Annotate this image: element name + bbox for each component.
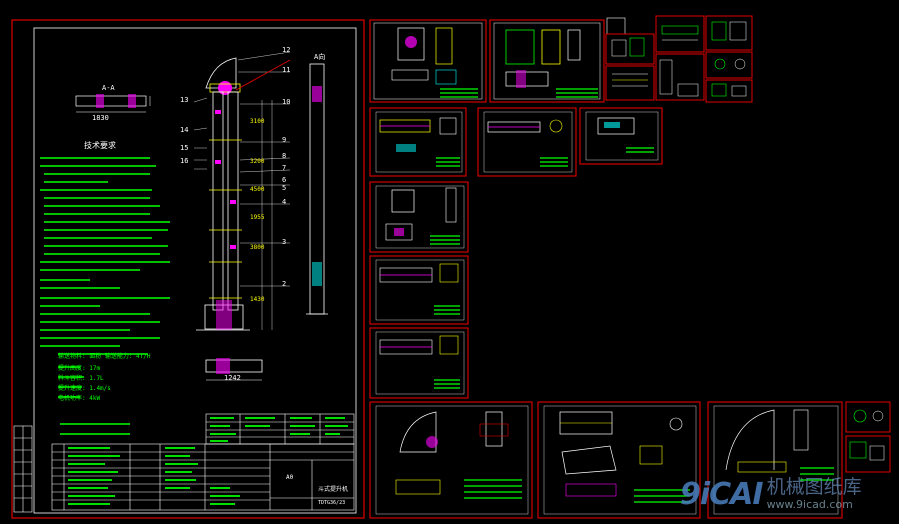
sheet-shaft[interactable] <box>477 107 577 177</box>
param-line: 料斗容积: 1.7L <box>58 375 104 382</box>
sheet-small-bottom-2[interactable] <box>845 435 891 473</box>
elevator-elevation <box>193 51 291 331</box>
sheet-small-4[interactable] <box>655 53 705 101</box>
dimension: 3800 <box>250 244 265 251</box>
part-number-left: 16 <box>180 157 189 165</box>
sheet-boot-section[interactable] <box>537 401 701 519</box>
parts-list-entries <box>68 417 348 505</box>
param-line: 电机功率: 4kW <box>58 395 101 402</box>
param-line: 提升高度: 17m <box>58 365 101 372</box>
sheet-small-7[interactable] <box>705 79 753 103</box>
dimension: 1955 <box>250 214 265 221</box>
sheet-small-1[interactable] <box>605 17 655 65</box>
sheet-head-hood[interactable] <box>369 401 533 519</box>
part-number: 5 <box>282 184 287 192</box>
part-number-left: 14 <box>180 126 189 134</box>
sheet-chain-bucket[interactable] <box>369 107 467 177</box>
view-label: A向 <box>314 53 326 61</box>
part-number: 12 <box>282 46 291 54</box>
sheet-code: A0 <box>286 474 294 481</box>
watermark-logo: 9iCAI <box>680 476 764 512</box>
dimension: 1430 <box>250 296 265 303</box>
sheet-small-5[interactable] <box>705 15 753 51</box>
part-number: 7 <box>282 164 287 172</box>
sheet-casing-1[interactable] <box>369 255 469 325</box>
sheet-small-bottom-1[interactable] <box>845 401 891 433</box>
main-assembly-sheet[interactable] <box>11 19 365 519</box>
part-number: 4 <box>282 198 287 206</box>
sheet-head-assembly[interactable] <box>489 19 605 103</box>
title-block[interactable] <box>51 413 355 511</box>
part-number: 9 <box>282 136 287 144</box>
sheet-small-6[interactable] <box>705 51 753 79</box>
sheet-tail-pulley[interactable] <box>369 181 469 253</box>
part-number: 6 <box>282 176 287 184</box>
dimension: 3200 <box>250 158 265 165</box>
part-number-left: 13 <box>180 96 189 104</box>
dimension: 3100 <box>250 118 265 125</box>
section-label: A-A <box>102 84 115 92</box>
dim-bottom: 1242 <box>224 374 241 382</box>
watermark-cn-text: 机械图纸库 <box>766 476 862 498</box>
technical-requirements <box>40 157 170 347</box>
watermark-url: www.9icad.com <box>766 498 853 511</box>
sheet-casing-2[interactable] <box>369 327 469 399</box>
param-line: 提升速度: 1.4m/s <box>58 385 111 392</box>
sheet-small-2[interactable] <box>605 65 655 101</box>
dim-top: 1830 <box>92 114 109 122</box>
margin-blocks <box>13 425 33 513</box>
sheet-head-section[interactable] <box>369 19 487 103</box>
dimension: 4500 <box>250 186 265 193</box>
sheet-sprocket[interactable] <box>579 107 663 165</box>
plan-view <box>205 358 263 381</box>
param-line: 输送物料: 面粉 输送能力: 4T/H <box>58 353 151 360</box>
part-number-left: 15 <box>180 144 189 152</box>
site-watermark: 9iCAI 机械图纸库 www.9icad.com <box>680 474 862 514</box>
section-view-aa <box>75 94 151 113</box>
drawing-number: TDTG36/23 <box>318 500 346 506</box>
part-number: 10 <box>282 98 291 106</box>
side-view <box>306 63 328 315</box>
drawing-title: 斗式提升机 <box>318 486 349 493</box>
sheet-discharge-chute[interactable] <box>707 401 843 519</box>
part-number: 3 <box>282 238 287 246</box>
part-number: 8 <box>282 152 287 160</box>
part-number: 11 <box>282 66 291 74</box>
tech-req-title: 技术要求 <box>84 141 116 150</box>
parameters-block <box>58 353 148 435</box>
part-number: 2 <box>282 280 287 288</box>
sheet-small-3[interactable] <box>655 15 705 53</box>
